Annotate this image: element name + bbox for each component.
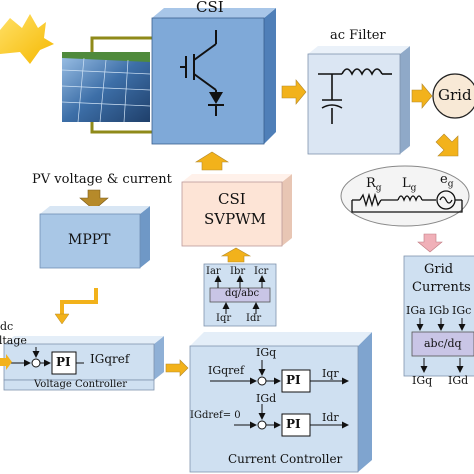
igqref-input-label: IGqref bbox=[208, 364, 245, 377]
arrow-to-grid-currents bbox=[417, 233, 443, 253]
diode-icon bbox=[208, 92, 224, 116]
arrow-dc-input bbox=[0, 354, 12, 370]
igdref-label: IGdref= 0 bbox=[190, 410, 241, 421]
arrow-voltage-to-current bbox=[165, 359, 189, 377]
csi-transform-block bbox=[203, 263, 277, 327]
mppt-block bbox=[39, 206, 150, 269]
impedance-l: Lg bbox=[402, 176, 417, 194]
grid-currents-block-label: abc/dq bbox=[424, 337, 462, 350]
arrow-grid-to-impedance bbox=[435, 133, 459, 157]
igqref-output-label: IGqref bbox=[90, 352, 130, 366]
current-pi-top-label: PI bbox=[286, 373, 301, 387]
mppt-label: MPPT bbox=[68, 232, 111, 248]
csi-transform-out-2: Ibr bbox=[230, 266, 246, 277]
grid-currents-title-2: Currents bbox=[412, 280, 471, 295]
grid-currents-out-2: IGd bbox=[448, 374, 469, 387]
arrow-svpwm-to-csi bbox=[194, 151, 230, 171]
sun-icon bbox=[0, 14, 54, 64]
csi-transform-out-3: Icr bbox=[254, 266, 269, 277]
grid-currents-in-2: IGb bbox=[429, 304, 450, 317]
mppt-to-voltage-arrowhead bbox=[54, 313, 70, 325]
arrow-csi-to-filter bbox=[281, 79, 307, 105]
inductor-capacitor-icon bbox=[318, 68, 392, 124]
grid-currents-in-1: IGa bbox=[406, 304, 426, 317]
iqr-label: Iqr bbox=[322, 367, 339, 380]
csi-transform-in-2: Idr bbox=[246, 313, 262, 324]
pv-panel-image bbox=[61, 52, 151, 123]
impedance-e: eg bbox=[440, 172, 454, 190]
voltage-controller-caption: Voltage Controller bbox=[34, 379, 128, 390]
grid-label: Grid bbox=[438, 86, 472, 104]
igd-label: IGd bbox=[256, 392, 277, 405]
current-controller-block bbox=[189, 332, 372, 473]
grid-currents-out-1: IGq bbox=[412, 374, 433, 387]
csi-transform-block-label: dq/abc bbox=[225, 288, 260, 299]
arrow-transform-to-svpwm bbox=[220, 247, 252, 263]
svpwm-block bbox=[181, 174, 292, 247]
arrow-pv-to-mppt bbox=[79, 189, 109, 211]
grid-node bbox=[432, 73, 474, 119]
igbt-icon bbox=[180, 30, 217, 92]
grid-currents-in-3: IGc bbox=[452, 304, 472, 317]
pv-caption: PV voltage & current bbox=[32, 172, 172, 187]
csi-block bbox=[151, 8, 276, 145]
voltage-pi-label: PI bbox=[56, 355, 71, 369]
grid-currents-title-1: Grid bbox=[424, 262, 454, 277]
grid-impedance-block bbox=[340, 165, 470, 227]
mppt-to-voltage-controller-line bbox=[60, 288, 98, 316]
csi-transform-out-1: Iar bbox=[206, 266, 221, 277]
impedance-r: Rg bbox=[366, 176, 382, 194]
csi-transform-in-1: Iqr bbox=[216, 313, 232, 324]
ac-filter-block bbox=[307, 46, 410, 155]
pv-csi-wires bbox=[90, 36, 160, 134]
filter-title: ac Filter bbox=[330, 28, 386, 43]
voltage-controller-block bbox=[3, 336, 164, 391]
csi-title: CSI bbox=[196, 0, 224, 16]
grid-currents-block bbox=[403, 255, 474, 377]
dc-input-label-1: dc bbox=[0, 320, 14, 333]
igq-label: IGq bbox=[256, 346, 277, 359]
current-controller-caption: Current Controller bbox=[228, 452, 343, 466]
arrow-filter-to-grid bbox=[411, 83, 433, 109]
svpwm-line1: CSI bbox=[218, 190, 246, 208]
dc-input-label-2: voltage bbox=[0, 334, 27, 347]
idr-label: Idr bbox=[322, 411, 339, 424]
current-pi-bottom-label: PI bbox=[286, 417, 301, 431]
svpwm-line2: SVPWM bbox=[204, 210, 266, 228]
